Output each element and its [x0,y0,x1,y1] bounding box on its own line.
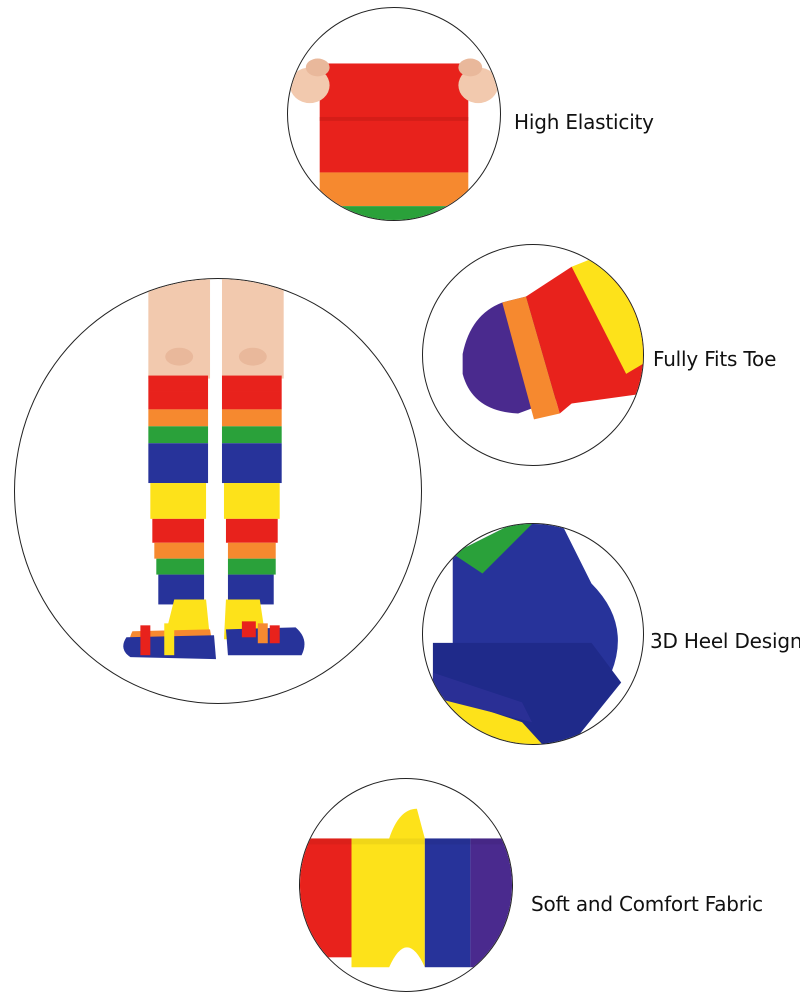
fabric-photo [299,778,513,992]
sock-heel-illustration [432,524,622,744]
feature-label-toe: Fully Fits Toe [653,347,777,371]
socks-model-illustration [123,279,305,660]
elasticity-photo [287,7,501,221]
fabric-stripes-illustration [300,808,512,968]
toe-photo [422,244,644,466]
feature-label-elasticity: High Elasticity [514,110,654,134]
socks-model-photo [14,278,422,704]
sock-cuff-stretch-illustration [289,58,499,220]
feature-label-fabric: Soft and Comfort Fabric [531,892,763,916]
feature-label-heel: 3D Heel Design [650,629,800,653]
heel-photo [422,523,644,745]
sock-toe-illustration [462,258,643,420]
